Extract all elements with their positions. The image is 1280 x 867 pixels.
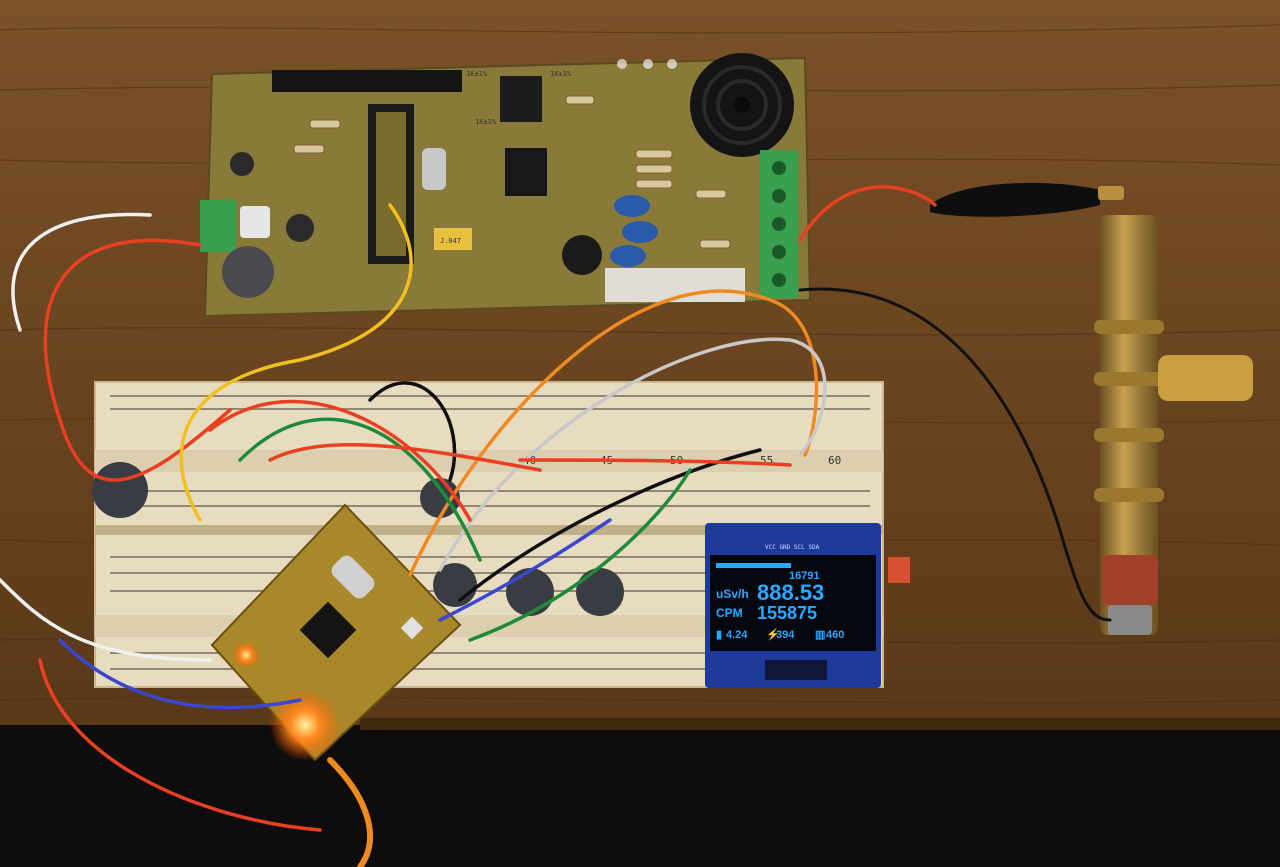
led-glow	[269, 689, 341, 761]
cpm-value: 155875	[757, 603, 817, 623]
ic-socket-small	[500, 76, 542, 122]
resistor-code: 1K±1%	[550, 70, 572, 78]
led-yellow	[232, 641, 260, 669]
crocodile-clip	[930, 182, 1124, 217]
pin-header	[272, 70, 462, 92]
oled-progress-bar	[716, 563, 791, 568]
lightning-icon: ⚡	[766, 628, 780, 641]
breadboard-holes	[110, 395, 870, 670]
dose-value: 888.53	[757, 580, 824, 605]
breadboard-capacitors	[92, 462, 624, 616]
battery-value: 4.24	[726, 629, 748, 641]
dark-floor	[0, 725, 1280, 867]
desk-edge	[360, 718, 1280, 730]
blue-capacitor	[614, 195, 650, 217]
pulse-count: 16791	[789, 570, 820, 582]
geiger-tube	[1094, 215, 1253, 635]
hv-value: 394	[776, 629, 795, 641]
inductor	[562, 235, 602, 275]
red-sticker	[888, 557, 910, 583]
indicator-leds	[617, 59, 677, 69]
crystal	[422, 148, 446, 190]
dose-unit: uSv/h	[716, 587, 749, 601]
oled-ribbon	[765, 660, 827, 680]
small-ic	[505, 148, 547, 196]
resistors	[293, 95, 731, 249]
resistor-code: 1K±1%	[475, 118, 497, 126]
cpm-label: CPM	[716, 606, 743, 620]
hv-board: 1K±1% 1K±1% 1K±1% J.047	[200, 53, 812, 318]
wires	[0, 185, 1112, 867]
tube-end-cap	[1102, 555, 1158, 605]
mcu-board	[210, 503, 462, 762]
oled-module: VCC GND SCL SDA 16791 uSv/h 888.53 CPM 1…	[705, 523, 881, 688]
electrolytic-cap	[222, 246, 274, 298]
oled-screen	[710, 555, 876, 651]
trimmer	[240, 206, 270, 238]
third-value: 460	[826, 629, 844, 641]
power-terminal	[200, 200, 236, 252]
oled-header-label: VCC GND SCL SDA	[765, 544, 820, 551]
cap-code: J.047	[440, 237, 461, 245]
reset-button	[400, 616, 424, 640]
mcu-crystal	[331, 555, 375, 599]
film-capacitor	[434, 228, 472, 250]
bars-icon: ▥	[815, 629, 825, 641]
battery-icon: ▮	[716, 629, 722, 641]
column-number: 60	[828, 454, 841, 467]
resistor-code: 1K±1%	[466, 70, 488, 78]
side-connector	[1158, 355, 1253, 401]
